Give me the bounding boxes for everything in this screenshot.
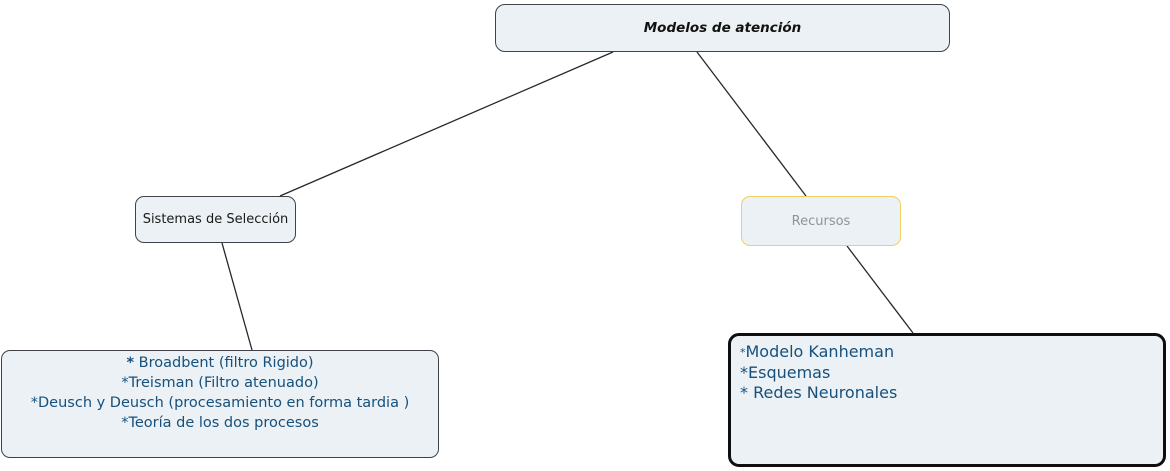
list-item: *Esquemas <box>740 363 831 382</box>
bullet-asterisk: * <box>740 346 746 359</box>
node-modelos-de-atencion-label: Modelos de atención <box>643 20 802 36</box>
list-item: *Teoría de los dos procesos <box>121 415 319 431</box>
node-seleccion-detail-list[interactable]: * Broadbent (filtro Rigido) *Treisman (F… <box>1 350 439 458</box>
list-item: *Deusch y Deusch (procesamiento en forma… <box>30 395 410 411</box>
node-recursos[interactable]: Recursos <box>741 196 901 246</box>
list-item: *Treisman (Filtro atenuado) <box>121 375 319 391</box>
node-recursos-label: Recursos <box>791 213 851 229</box>
edge-root-to-seleccion <box>279 51 614 197</box>
edge-recursos-to-list <box>846 245 914 334</box>
node-modelos-de-atencion[interactable]: Modelos de atención <box>495 4 950 52</box>
list-item: *Modelo Kanheman <box>740 342 895 361</box>
node-sistemas-de-seleccion[interactable]: Sistemas de Selección <box>135 196 296 243</box>
edge-root-to-recursos <box>696 51 807 197</box>
edge-seleccion-to-list <box>221 242 253 351</box>
node-sistemas-de-seleccion-label: Sistemas de Selección <box>142 212 289 227</box>
bullet-asterisk: * <box>126 355 135 371</box>
list-item: * Broadbent (filtro Rigido) <box>126 355 314 371</box>
list-item: * Redes Neuronales <box>740 383 898 402</box>
node-recursos-detail-list[interactable]: *Modelo Kanheman *Esquemas * Redes Neuro… <box>728 333 1166 467</box>
